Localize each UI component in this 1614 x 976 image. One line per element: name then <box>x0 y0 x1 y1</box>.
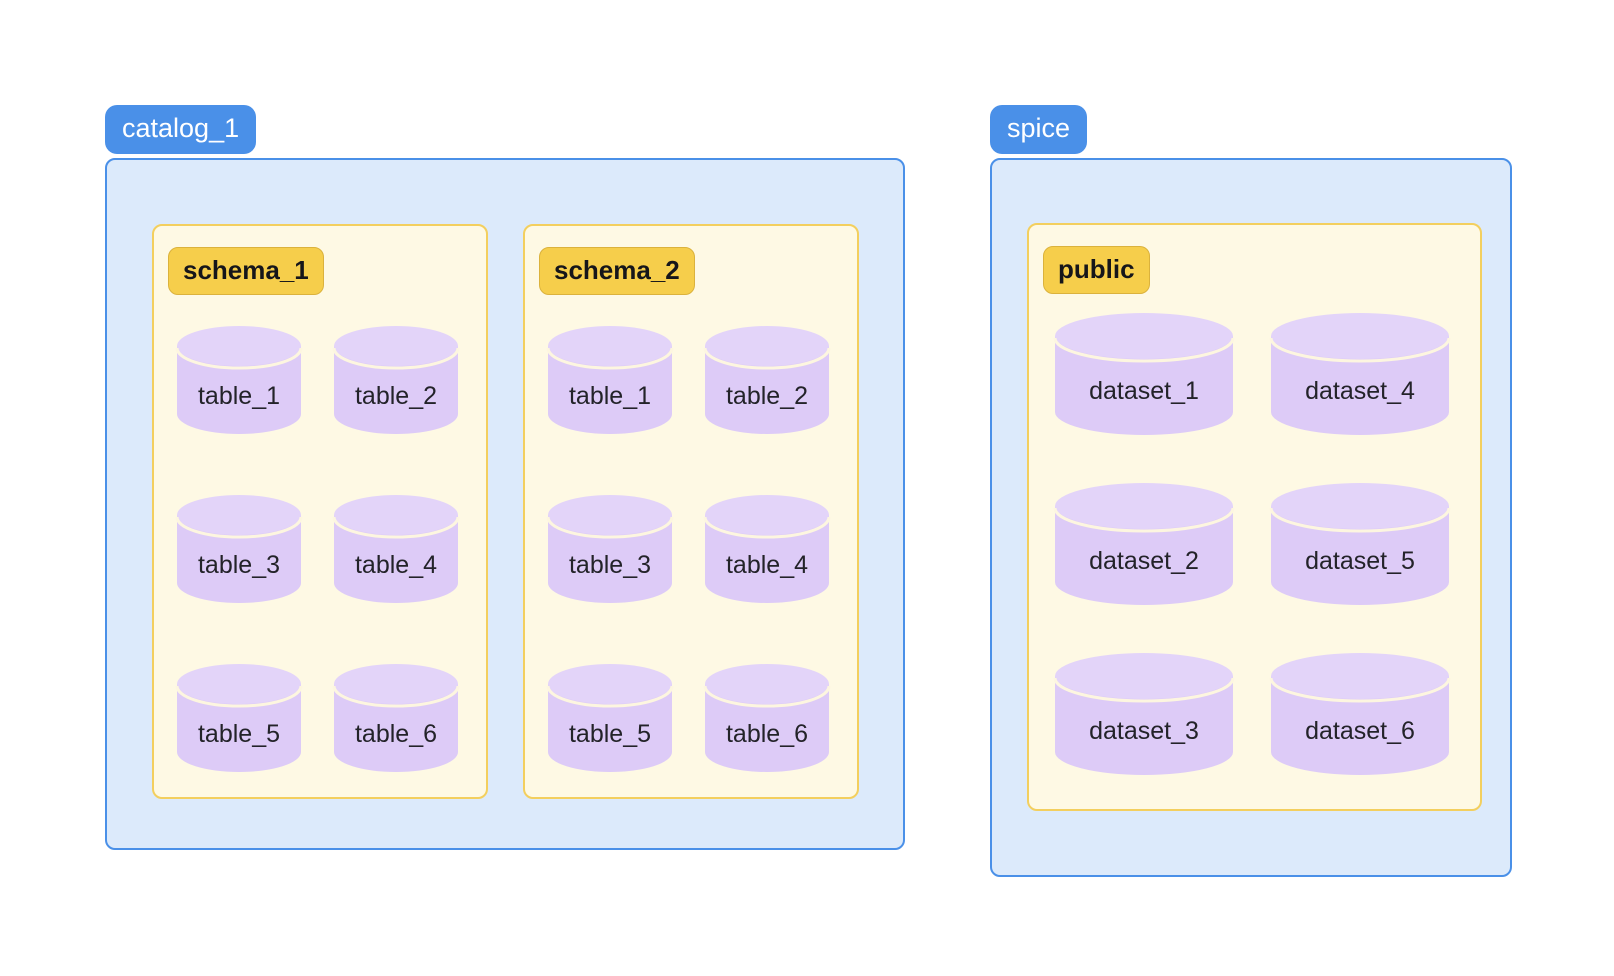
database-table-icon <box>175 664 303 772</box>
catalog-group-catalog_1: catalog_1 schema_1 table_1 <box>105 105 910 850</box>
catalog-badge-catalog_1[interactable]: catalog_1 <box>105 105 257 154</box>
table-cylinder-label: table_5 <box>197 720 281 748</box>
dataset-cylinder-label: dataset_1 <box>1089 377 1199 405</box>
database-table-icon <box>1053 313 1235 435</box>
table-cylinder-label: table_5 <box>568 720 652 748</box>
catalog-badge-spice[interactable]: spice <box>990 105 1088 154</box>
table-cylinder[interactable]: table_1 <box>546 326 674 434</box>
table-cylinder-label: table_2 <box>354 382 438 410</box>
catalog-box-catalog_1: schema_1 table_1 tab <box>105 158 905 850</box>
database-table-icon <box>1053 483 1235 605</box>
database-table-icon <box>175 326 303 434</box>
catalog-group-spice: spice public dataset_1 <box>990 105 1515 877</box>
database-table-icon <box>332 326 460 434</box>
database-table-icon <box>546 495 674 603</box>
database-table-icon <box>546 664 674 772</box>
schema-panel-schema_2: schema_2 table_1 tab <box>523 224 859 799</box>
dataset-cylinder[interactable]: dataset_5 <box>1269 483 1451 605</box>
dataset-cylinder[interactable]: dataset_3 <box>1053 653 1235 775</box>
table-cylinder-label: table_3 <box>197 551 281 579</box>
dataset-cylinder[interactable]: dataset_6 <box>1269 653 1451 775</box>
table-cylinder-label: table_2 <box>725 382 809 410</box>
dataset-cylinder[interactable]: dataset_1 <box>1053 313 1235 435</box>
table-cylinder[interactable]: table_3 <box>175 495 303 603</box>
schema-badge-schema_2[interactable]: schema_2 <box>539 247 695 295</box>
database-table-icon <box>332 664 460 772</box>
dataset-cylinder-label: dataset_5 <box>1305 547 1415 575</box>
catalog-box-spice: public dataset_1 dat <box>990 158 1512 877</box>
database-table-icon <box>703 326 831 434</box>
dataset-cylinder-label: dataset_4 <box>1305 377 1415 405</box>
database-table-icon <box>1269 653 1451 775</box>
dataset-cylinder-label: dataset_2 <box>1089 547 1199 575</box>
dataset-cylinder[interactable]: dataset_2 <box>1053 483 1235 605</box>
table-cylinder[interactable]: table_5 <box>175 664 303 772</box>
dataset-cylinder-label: dataset_6 <box>1305 717 1415 745</box>
dataset-cylinder-label: dataset_3 <box>1089 717 1199 745</box>
table-cylinder-label: table_3 <box>568 551 652 579</box>
table-cylinder[interactable]: table_6 <box>332 664 460 772</box>
schema-badge-schema_1[interactable]: schema_1 <box>168 247 324 295</box>
table-cylinder-label: table_4 <box>354 551 438 579</box>
table-cylinder[interactable]: table_4 <box>703 495 831 603</box>
table-cylinder-label: table_6 <box>725 720 809 748</box>
table-cylinder-label: table_1 <box>568 382 652 410</box>
table-cylinder[interactable]: table_2 <box>332 326 460 434</box>
table-cylinder-label: table_4 <box>725 551 809 579</box>
database-table-icon <box>546 326 674 434</box>
database-table-icon <box>703 495 831 603</box>
table-cylinder[interactable]: table_1 <box>175 326 303 434</box>
schema-panel-schema_1: schema_1 table_1 tab <box>152 224 488 799</box>
database-table-icon <box>1269 483 1451 605</box>
database-table-icon <box>332 495 460 603</box>
table-cylinder[interactable]: table_2 <box>703 326 831 434</box>
dataset-cylinder[interactable]: dataset_4 <box>1269 313 1451 435</box>
database-table-icon <box>1269 313 1451 435</box>
schema-panel-public: public dataset_1 dat <box>1027 223 1482 811</box>
table-cylinder-label: table_6 <box>354 720 438 748</box>
table-cylinder-label: table_1 <box>197 382 281 410</box>
database-table-icon <box>1053 653 1235 775</box>
table-cylinder[interactable]: table_6 <box>703 664 831 772</box>
table-cylinder[interactable]: table_5 <box>546 664 674 772</box>
database-table-icon <box>175 495 303 603</box>
table-cylinder[interactable]: table_4 <box>332 495 460 603</box>
database-table-icon <box>703 664 831 772</box>
schema-badge-public[interactable]: public <box>1043 246 1150 294</box>
table-cylinder[interactable]: table_3 <box>546 495 674 603</box>
